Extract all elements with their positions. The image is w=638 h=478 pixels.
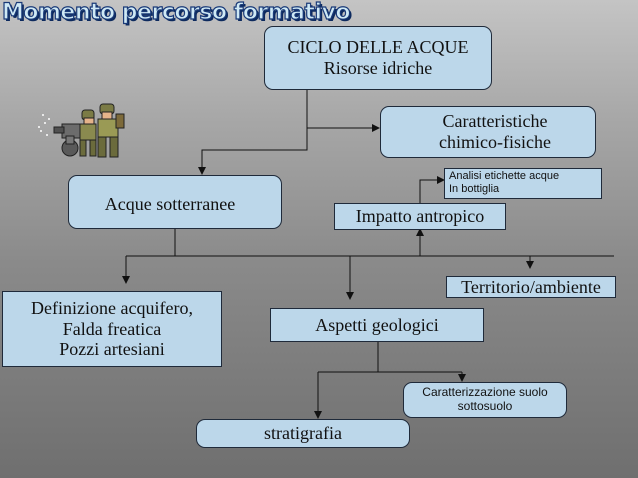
node-caratteristiche: Caratteristiche chimico-fisiche <box>380 106 596 158</box>
node-impatto-antropico: Impatto antropico <box>334 203 506 230</box>
node-aspetti-label: Aspetti geologici <box>315 314 439 335</box>
node-definizione-acquifero: Definizione acquifero, Falda freatica Po… <box>2 291 222 367</box>
node-definizione-line-3: Pozzi artesiani <box>59 339 165 360</box>
node-acque-sotterranee: Acque sotterranee <box>68 175 282 229</box>
connector-ciclo-caratteristiche <box>306 90 380 132</box>
node-definizione-line-2: Falda freatica <box>62 318 162 339</box>
node-impatto-label: Impatto antropico <box>355 206 485 227</box>
node-definizione-line-1: Definizione acquifero, <box>31 297 193 318</box>
node-analisi-line-2: In bottiglia <box>449 183 500 195</box>
node-caratterizzazione-line-2: sottosuolo <box>457 399 513 413</box>
node-ciclo-line-2: Risorse idriche <box>323 58 433 78</box>
node-ciclo-line-1: CICLO DELLE ACQUE <box>287 37 469 58</box>
soldier-icon <box>38 103 125 158</box>
node-analisi-etichette: Analisi etichette acque In bottiglia <box>444 168 602 199</box>
node-territorio-ambiente: Territorio/ambiente <box>446 276 616 298</box>
node-stratigrafia: stratigrafia <box>196 419 410 448</box>
connector-impatto-analisi <box>419 176 445 203</box>
connector-ciclo-sotterranee <box>198 128 308 175</box>
node-territorio-label: Territorio/ambiente <box>461 276 601 297</box>
node-aspetti-geologici: Aspetti geologici <box>270 308 484 342</box>
node-caratterizzazione-line-1: Caratterizzazione suolo <box>422 385 548 400</box>
node-sotterranee-label: Acque sotterranee <box>104 194 236 214</box>
node-analisi-line-1: Analisi etichette acque <box>449 170 560 182</box>
node-ciclo-delle-acque: CICLO DELLE ACQUE Risorse idriche <box>264 26 492 90</box>
node-caratterizzazione-suolo: Caratterizzazione suolo sottosuolo <box>403 382 567 418</box>
node-stratigrafia-label: stratigrafia <box>264 423 342 444</box>
node-caratteristiche-line-1: Caratteristiche <box>442 111 548 132</box>
node-caratteristiche-line-2: chimico-fisiche <box>439 132 551 152</box>
page-title: Momento percorso formativo <box>1 0 351 26</box>
